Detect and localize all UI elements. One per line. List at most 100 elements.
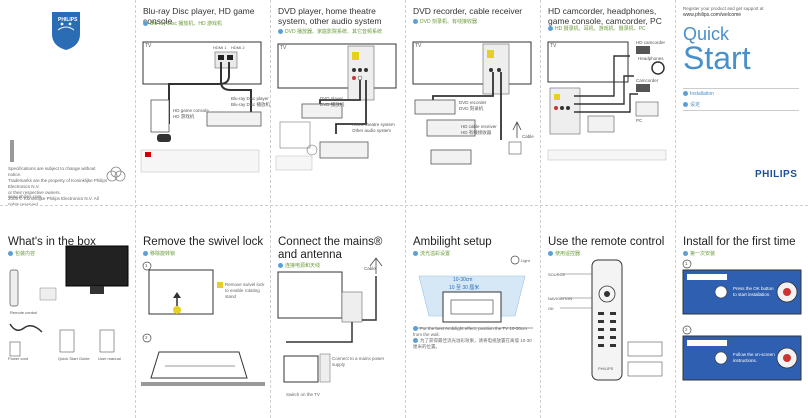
panel-title: DVD player, home theatre system, other a… [278, 6, 382, 26]
ambilight-note: For the best Ambilight effect, position … [413, 326, 527, 337]
item-label: User manual [98, 356, 121, 361]
panel-title: Install for the first time [683, 236, 796, 248]
brand-logo: PHILIPS [755, 169, 798, 180]
device-label: PC [636, 118, 643, 123]
tv-label: TV [145, 43, 152, 49]
hd-diagram [547, 41, 667, 161]
panel-box: What's in the box 包装内容 Remote control Po… [0, 206, 135, 418]
device-label-cn: DVD 播放机 [320, 102, 345, 107]
panel-recorder: DVD recorder, cable receiver DVD 刻录机、有线接… [405, 0, 540, 205]
panel-subtitle: 使用遥控器 [548, 250, 580, 257]
install-note: Follow the on-screen instructions. [733, 352, 775, 363]
device-label: HD cable receiver [461, 124, 497, 129]
device-label: Blu-ray Disc player [231, 96, 269, 101]
device-label: Other audio system [352, 128, 392, 133]
lang-item: Installation [683, 91, 714, 97]
panel-title: Blu-ray Disc player, HD game console [143, 6, 255, 26]
panel-subtitle: 移除旋转锁 [143, 250, 175, 257]
fold-line [675, 0, 676, 418]
panel-dvd: DVD player, home theatre system, other a… [270, 0, 405, 205]
cover-word-start: Start [683, 40, 751, 76]
remote-callout: OK [548, 306, 554, 311]
fold-line [270, 0, 271, 418]
panel-subtitle: DVD 刻录机、有线接收器 [413, 18, 477, 25]
website-text: www.philips.com [8, 194, 42, 199]
dvd-diagram [275, 43, 397, 171]
swivel-note: Remove swivel lock to enable rotating st… [225, 282, 265, 299]
recorder-diagram [412, 41, 532, 165]
light-label: Light [521, 258, 530, 263]
device-label-cn: HD 有线接收器 [461, 130, 492, 135]
cover-panel: Register your product and get support at… [675, 0, 808, 205]
panel-title: Ambilight setup [413, 236, 492, 248]
swivel-diagram [141, 261, 265, 386]
panel-title: DVD recorder, cable receiver [413, 6, 523, 16]
welcome-url: www.philips.com/welcome [683, 12, 742, 18]
philips-shield-logo [10, 12, 126, 182]
remote-diagram [560, 259, 663, 381]
device-label-cn: Blu-ray Disc 播放机 [231, 102, 270, 107]
tv-label: TV [550, 43, 557, 49]
panel-subtitle: 包装内容 [8, 250, 35, 257]
fold-line [405, 0, 406, 418]
install-note: Press the OK button to start installatio… [733, 286, 774, 297]
panel-subtitle: DVD 播放器、家庭影院系统、其它音频系统 [278, 28, 403, 35]
panel-subtitle: 连接电源和天线 [278, 262, 320, 269]
fold-line [540, 0, 541, 418]
step-number: 2 [685, 327, 688, 332]
tv-label: TV [280, 45, 287, 51]
box-contents-diagram [9, 245, 129, 357]
install-diagram [682, 259, 802, 381]
panel-title: Remove the swivel lock [143, 236, 264, 248]
ambilight-diagram [413, 255, 533, 329]
panel-mains: Connect the mains® and antenna 连接电源和天线 C… [270, 206, 405, 418]
device-label: HD game console [173, 108, 209, 113]
panel-subtitle: 流光溢彩设置 [413, 250, 450, 257]
distance-label-cn: 10 至 30 厘米 [449, 285, 480, 291]
device-label: Headphones [638, 56, 664, 61]
register-text: Register your product and get support at [683, 6, 764, 11]
panel-subtitle: HD 摄录机、耳机、游戏机、摄录机、PC [548, 25, 673, 32]
remote-callout: NAVIGATION [548, 296, 573, 301]
fold-line-horizontal [0, 205, 808, 206]
device-label-cn: HD 游戏机 [173, 114, 195, 119]
mains-note: Connect to a mains power supply [332, 356, 385, 367]
mains-note: Switch on the TV [286, 392, 320, 397]
legal-text: Specifications are subject to change wit… [8, 166, 108, 205]
device-label: DVD recorder [459, 100, 487, 105]
logo-text: PHILIPS [58, 17, 78, 23]
hdmi2-label: HDMI 2 [231, 45, 245, 50]
step-number: 2 [145, 335, 148, 340]
panel-install: Install for the first time 第一次安装 1 2 Pre… [675, 206, 808, 418]
cable-label: Cable [364, 266, 376, 271]
remote-callout: SOURCE [548, 272, 566, 277]
panel-bluray: Blu-ray Disc player, HD game console Blu… [135, 0, 270, 205]
panel-swivel: Remove the swivel lock 移除旋转锁 1 2 Remove … [135, 206, 270, 418]
item-label: Remote control [10, 310, 38, 315]
cover-word-quick: Quick [683, 24, 730, 44]
step-number: 1 [685, 261, 688, 266]
remote-brand: PHILIPS [598, 366, 614, 371]
panel-remote: Use the remote control 使用遥控器 SOURCE NAVI… [540, 206, 675, 418]
cable-label: Cable [522, 134, 534, 139]
panel-title: HD camcorder, headphones, game console, … [548, 6, 662, 26]
panel-title: Connect the mains® and antenna [278, 236, 383, 261]
mains-diagram [277, 257, 383, 383]
device-label: Home theatre system [352, 122, 395, 127]
lang-item: 设定 [683, 101, 700, 108]
panel-subtitle: Blu-ray Disc 播放机、HD 游戏机 [143, 20, 222, 27]
panel-ambilight: Ambilight setup 流光溢彩设置 10-30cm 10 至 30 厘… [405, 206, 540, 418]
device-label: HD camcorder [636, 40, 666, 45]
panel-subtitle: 第一次安装 [683, 250, 715, 257]
hdmi1-label: HDMI 1 [213, 45, 227, 50]
panel-hd: HD camcorder, headphones, game console, … [540, 0, 675, 205]
step-number: 1 [145, 263, 148, 268]
device-label-cn: DVD 刻录机 [459, 106, 484, 111]
item-label: Quick Start Guide [58, 356, 90, 361]
bluray-diagram [140, 41, 262, 173]
back-panel: PHILIPS Specifications are subject to ch… [0, 0, 135, 205]
device-label: DVD player [320, 96, 344, 101]
item-label: Power cord [8, 356, 29, 361]
distance-label: 10-30cm [453, 277, 473, 283]
tv-label: TV [415, 43, 422, 49]
